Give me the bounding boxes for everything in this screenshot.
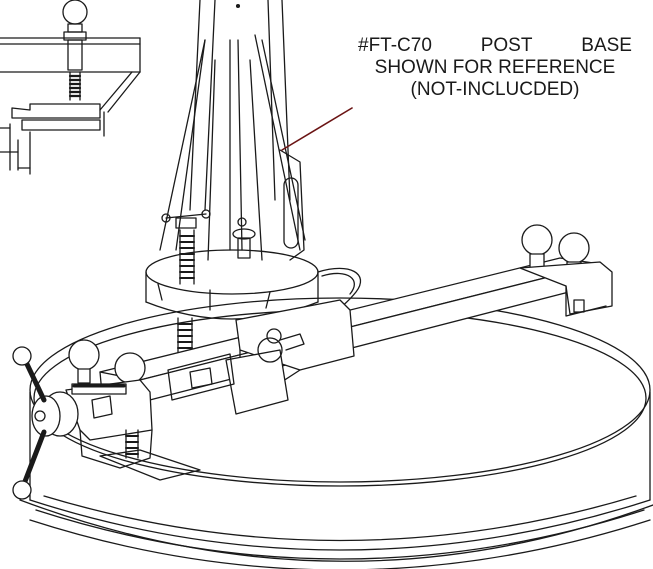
cone-slot (283, 177, 299, 249)
right-ball-knob-1 (521, 224, 553, 256)
callout-word-base: BASE (581, 35, 632, 56)
callout-line-3: (NOT-INCLUCDED) (410, 79, 580, 100)
callout-text: #FT-C70 POST BASE SHOWN FOR REFERENCE (N… (358, 35, 632, 101)
left-ball-knob-1 (68, 339, 100, 371)
detail-inset (0, 0, 141, 175)
turntable-top (29, 297, 651, 483)
left-crank-ball-bottom (12, 480, 32, 500)
right-end-assembly (519, 224, 613, 317)
callout-line-1: #FT-C70 POST BASE (358, 35, 632, 57)
callout-line-2: SHOWN FOR REFERENCE (374, 57, 616, 78)
post-base-disk-top (145, 249, 319, 295)
left-clamp-assembly (12, 339, 201, 500)
inset-ball-knob (62, 0, 88, 25)
left-ball-knob-2 (114, 352, 146, 384)
turntable (19, 297, 653, 569)
callout-leader-line (281, 107, 353, 151)
main-beam (99, 257, 601, 415)
callout-word-post: POST (480, 35, 533, 56)
left-crank-ball-top (12, 346, 32, 366)
right-ball-knob-2 (558, 232, 590, 264)
pin-ring (257, 337, 283, 363)
callout-word-part-number: #FT-C70 (358, 35, 432, 56)
